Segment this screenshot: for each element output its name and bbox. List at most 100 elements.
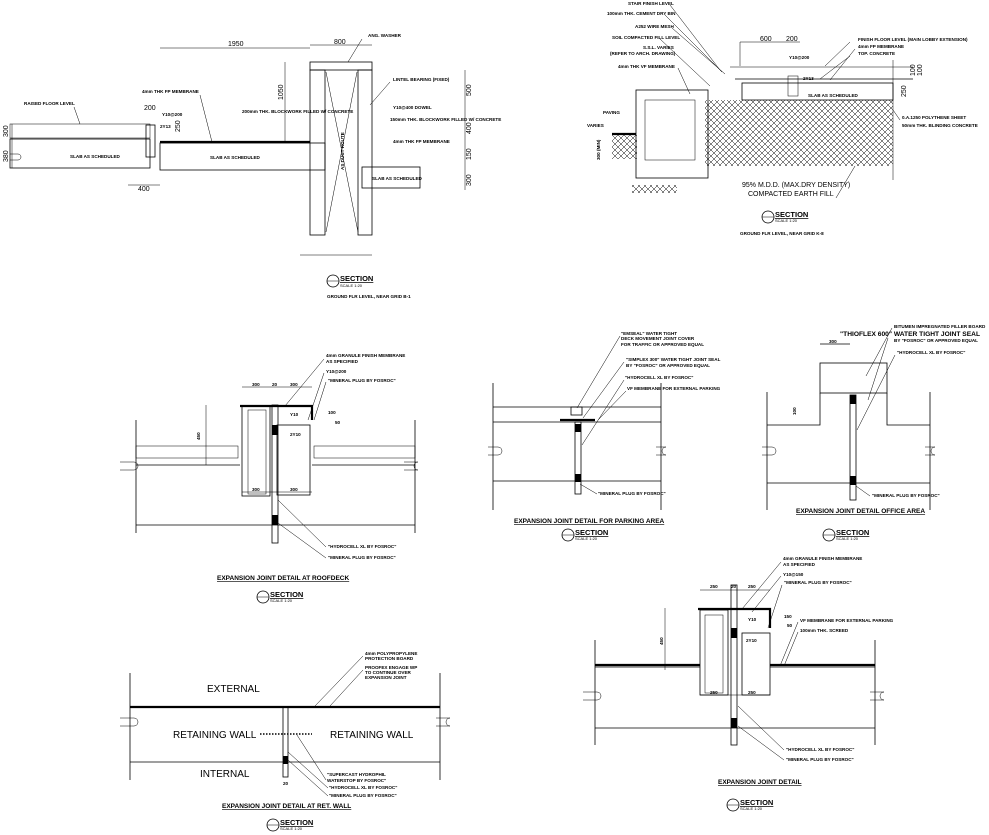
svg-text:"MINERAL PLUG BY FOSROC": "MINERAL PLUG BY FOSROC" [328, 378, 396, 383]
svg-text:2Y10: 2Y10 [746, 638, 757, 643]
svg-text:Y10@150: Y10@150 [783, 572, 804, 577]
svg-text:VARIES: VARIES [587, 123, 604, 128]
svg-text:4mm THK FP MEMBRANE: 4mm THK FP MEMBRANE [393, 139, 450, 144]
svg-text:50: 50 [335, 420, 341, 425]
svg-text:EXTERNAL: EXTERNAL [207, 684, 260, 695]
svg-text:SECTION: SECTION [340, 274, 373, 283]
detail-subtitle: GROUND FLR LEVEL, NEAR GRID B-1 [327, 294, 411, 299]
detail-expansion-joint-parking: "EMSEAL" WATER TIGHT DECK MOVEMENT JOINT… [492, 331, 721, 542]
detail-subtitle: GROUND FLR LEVEL, NEAR GRID K-8 [740, 231, 824, 236]
svg-text:150mm THK. BLOCKWORK FILLED W/: 150mm THK. BLOCKWORK FILLED W/ CONCRETE [390, 117, 501, 122]
svg-text:400: 400 [466, 122, 473, 134]
svg-text:20: 20 [283, 781, 289, 786]
svg-text:250: 250 [175, 120, 182, 132]
svg-text:SCALE 1:20: SCALE 1:20 [740, 806, 763, 811]
detail-section-grid-b1: 1950 800 200 250 300 380 400 1050 500 40… [3, 33, 501, 299]
svg-text:Y10@200: Y10@200 [789, 55, 810, 60]
svg-text:100mm THK. CEMENT DRY BIN: 100mm THK. CEMENT DRY BIN [607, 11, 676, 16]
svg-text:100: 100 [328, 410, 336, 415]
detail-expansion-joint: 450 250 20 250 250 250 150 50 Y10 2Y10 4… [594, 556, 894, 812]
svg-text:"HYDROCELL XL BY FOSROC": "HYDROCELL XL BY FOSROC" [897, 350, 965, 355]
svg-text:300 (MIN): 300 (MIN) [596, 139, 601, 160]
svg-text:"EMSEAL" WATER TIGHT: "EMSEAL" WATER TIGHT [621, 331, 677, 336]
svg-text:VF MEMBRANE FOR EXTERNAL PARKI: VF MEMBRANE FOR EXTERNAL PARKING [800, 618, 894, 623]
svg-text:"SUPERCAST HYDROPHIL: "SUPERCAST HYDROPHIL [327, 772, 386, 777]
break-symbols [10, 153, 936, 727]
svg-text:300: 300 [290, 382, 298, 387]
section-marker: SECTION SCALE 1:20 [761, 210, 808, 224]
svg-text:250: 250 [901, 85, 908, 97]
detail-expansion-joint-office: 300 100 BITUMEN IMPREGNATED FILLER BOARD… [766, 324, 986, 542]
svg-text:AS DUCT ROUTE: AS DUCT ROUTE [340, 132, 345, 170]
svg-text:"HYDROCELL XL BY FOSROC": "HYDROCELL XL BY FOSROC" [625, 375, 693, 380]
detail-title: EXPANSION JOINT DETAIL AT ROOFDECK [217, 575, 349, 582]
svg-text:SECTION: SECTION [270, 590, 303, 599]
svg-text:300: 300 [829, 339, 837, 344]
svg-text:BITUMEN IMPREGNATED FILLER BOA: BITUMEN IMPREGNATED FILLER BOARD [894, 324, 986, 329]
section-marker: SECTION SCALE 1:20 [326, 274, 373, 288]
joint-filler [282, 706, 289, 778]
svg-text:"MINERAL PLUG BY FOSROC": "MINERAL PLUG BY FOSROC" [598, 491, 666, 496]
detail-title: EXPANSION JOINT DETAIL OFFICE AREA [796, 508, 925, 515]
joint-filler [730, 584, 738, 746]
svg-text:4mm GRANULE FINISH MEMBRANE: 4mm GRANULE FINISH MEMBRANE [326, 353, 405, 358]
svg-text:RETAINING WALL: RETAINING WALL [330, 730, 414, 741]
svg-text:250: 250 [710, 690, 718, 695]
svg-text:380: 380 [3, 150, 10, 162]
svg-text:SECTION: SECTION [775, 210, 808, 219]
svg-text:(REFER TO ARCH. DRAWING): (REFER TO ARCH. DRAWING) [610, 51, 676, 56]
svg-text:TOP. CONCRETE: TOP. CONCRETE [858, 51, 895, 56]
svg-text:SLAB AS SCHEDULED: SLAB AS SCHEDULED [808, 93, 859, 98]
svg-text:4mm POLYPROPYLENE: 4mm POLYPROPYLENE [365, 651, 417, 656]
svg-text:20: 20 [272, 382, 278, 387]
svg-text:"HYDROCELL XL BY FOSROC": "HYDROCELL XL BY FOSROC" [786, 747, 854, 752]
slab-left [9, 138, 151, 169]
svg-text:A252 WIRE MESH: A252 WIRE MESH [635, 24, 674, 29]
svg-text:200: 200 [144, 105, 156, 112]
svg-text:PROTECTION BOARD: PROTECTION BOARD [365, 656, 414, 661]
svg-text:100mm THK. SCREED: 100mm THK. SCREED [800, 628, 849, 633]
svg-text:4mm THK FP MEMBRANE: 4mm THK FP MEMBRANE [142, 89, 199, 94]
svg-text:20: 20 [731, 584, 737, 589]
svg-text:FINISH FLOOR LEVEL (MAIN LOBBY: FINISH FLOOR LEVEL (MAIN LOBBY EXTENSION… [858, 37, 968, 42]
svg-text:250: 250 [710, 584, 718, 589]
compacted-earth-fill [705, 100, 893, 166]
svg-text:2Y13: 2Y13 [803, 76, 814, 81]
svg-text:LINTEL BEARING (FIXED): LINTEL BEARING (FIXED) [393, 77, 450, 82]
section-marker: SECTION SCALE 1:20 [822, 528, 869, 542]
svg-text:"SIMPLEX 300" WATER TIGHT JOIN: "SIMPLEX 300" WATER TIGHT JOINT SEAL [626, 357, 721, 362]
svg-text:Y10@200: Y10@200 [162, 112, 183, 117]
svg-text:AS SPECIFIED: AS SPECIFIED [783, 562, 816, 567]
svg-text:PROOFEX ENGAGE WP: PROOFEX ENGAGE WP [365, 665, 417, 670]
svg-text:300: 300 [252, 487, 260, 492]
detail-title: EXPANSION JOINT DETAIL AT RET. WALL [222, 803, 351, 810]
blockwork-wall-left [309, 69, 326, 236]
svg-text:300: 300 [3, 125, 10, 137]
joint-filler [574, 421, 582, 495]
ground-beam [635, 89, 709, 179]
svg-text:"MINERAL PLUG BY FOSROC": "MINERAL PLUG BY FOSROC" [786, 757, 854, 762]
svg-text:SCALE 1:20: SCALE 1:20 [340, 283, 363, 288]
svg-text:300: 300 [252, 382, 260, 387]
svg-text:RAISED FLOOR LEVEL: RAISED FLOOR LEVEL [24, 101, 75, 106]
joint-filler [271, 404, 279, 544]
svg-text:DECK MOVEMENT JOINT COVER: DECK MOVEMENT JOINT COVER [621, 336, 695, 341]
detail-title: EXPANSION JOINT DETAIL FOR PARKING AREA [514, 518, 665, 525]
svg-text:4mm FP MEMBRANE: 4mm FP MEMBRANE [858, 44, 904, 49]
detail-title: EXPANSION JOINT DETAIL [718, 779, 802, 786]
svg-text:4mm THK VF MEMBRANE: 4mm THK VF MEMBRANE [618, 64, 675, 69]
detail-expansion-joint-roofdeck: 450 300 20 300 300 300 100 50 Y10 2Y10 4… [135, 353, 416, 604]
svg-text:SOIL COMPACTED FILL LEVEL: SOIL COMPACTED FILL LEVEL [612, 35, 680, 40]
slab-right [361, 166, 421, 189]
svg-text:2Y10: 2Y10 [290, 432, 301, 437]
svg-text:AS SPECIFIED: AS SPECIFIED [326, 359, 359, 364]
detail-section-grid-k8: 600 200 100 100 250 300 (MIN) SLAB AS SC… [587, 1, 978, 236]
svg-text:250: 250 [748, 690, 756, 695]
svg-text:4mm GRANULE FINISH MEMBRANE: 4mm GRANULE FINISH MEMBRANE [783, 556, 862, 561]
svg-text:100: 100 [792, 407, 797, 415]
svg-text:SECTION: SECTION [575, 528, 608, 537]
section-marker: SECTION SCALE 1:20 [266, 818, 313, 832]
svg-text:100: 100 [910, 64, 917, 76]
svg-text:SCALE 1:20: SCALE 1:20 [836, 536, 859, 541]
